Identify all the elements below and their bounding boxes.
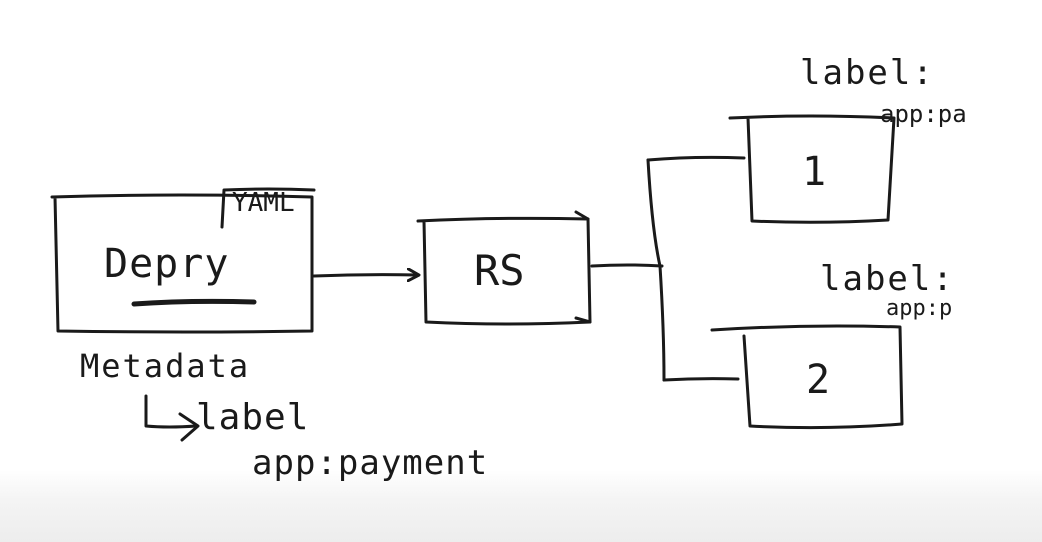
pod-1-label-key: label:: [800, 53, 935, 93]
metadata-label-hook-arrow: [144, 394, 198, 429]
pod-1-number: 1: [802, 149, 827, 195]
rs-box: [416, 216, 592, 326]
metadata-label-key: label: [196, 397, 310, 438]
pod-2-box: [710, 324, 904, 430]
pod-2-number: 2: [806, 357, 831, 403]
rs-box-corner-bottom: [574, 316, 592, 324]
metadata-label-hook-arrowhead: [178, 412, 200, 442]
rs-to-pods-connector-trunk: [646, 158, 666, 382]
metadata-title: Metadata: [80, 347, 251, 385]
deployment-box: [50, 193, 314, 334]
deployment-to-rs-arrow: [312, 275, 418, 276]
metadata-label-value: app:payment: [252, 443, 489, 483]
rs-to-pods-connector-stem: [590, 263, 664, 268]
pod-1-label-value: app:pa: [880, 100, 967, 128]
pod-1-box: [728, 114, 896, 224]
pod-2-label-value: app:p: [886, 296, 953, 321]
connector-to-pod-1: [646, 155, 746, 162]
deployment-title: Depry: [104, 241, 230, 287]
pod-2-label-key: label:: [820, 259, 955, 299]
yaml-badge-box: [220, 187, 316, 229]
deployment-title-underline: [131, 298, 257, 307]
connector-to-pod-2: [662, 377, 740, 382]
replicaset-title: RS: [474, 246, 525, 295]
rs-box-corner-top: [574, 210, 590, 221]
yaml-badge: YAML: [232, 188, 295, 218]
